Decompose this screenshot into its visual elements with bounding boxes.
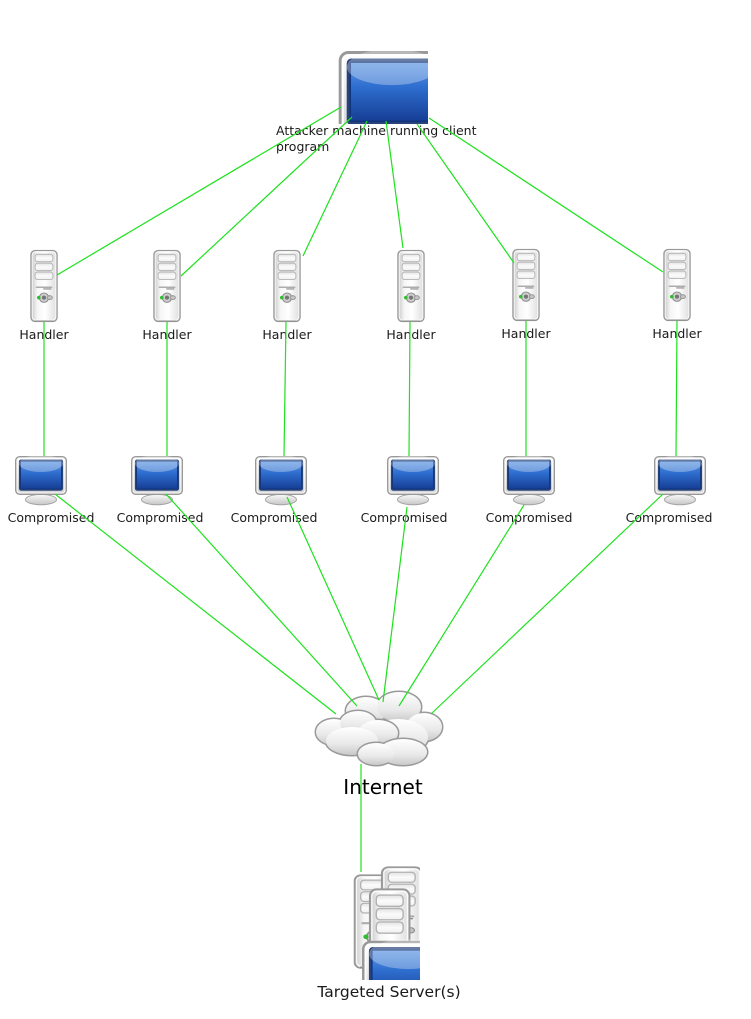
handler-server-icon [397,248,425,324]
internet-cloud-icon [314,690,444,767]
compromised-node-4: Compromised [361,456,447,525]
attacker-node [332,42,428,124]
handler-server-icon [273,248,301,324]
handler-server-icon [153,248,181,324]
edge-compromised-2-to-internet [165,493,358,707]
compromised-node-5: Compromised [486,456,572,525]
compromised-label: Compromised [230,510,318,525]
compromised-node-1: Compromised [8,456,94,525]
attacker-label: Attacker machine running client program [276,123,477,155]
compromised-label: Compromised [485,510,573,525]
handler-label: Handler [142,327,192,342]
handler-label: Handler [652,326,702,341]
handler-node-1: Handler [19,248,69,342]
compromised-computer-icon [131,456,183,506]
edge-compromised-1-to-internet [54,493,337,715]
internet-node [306,688,448,772]
handler-node-3: Handler [262,248,312,342]
handler-server-icon [512,247,540,323]
handler-node-6: Handler [652,247,702,341]
edge-handler-4-to-compromised-4 [408,321,411,457]
handler-node-5: Handler [501,247,551,341]
handler-label: Handler [19,327,69,342]
handler-node-4: Handler [386,248,436,342]
edge-handler-6-to-compromised-6 [675,320,678,457]
target-label: Targeted Server(s) [317,983,461,1001]
edge-handler-3-to-compromised-3 [283,321,287,457]
handler-server-icon [663,247,691,323]
compromised-computer-icon [654,456,706,506]
target-node [328,864,420,980]
compromised-computer-icon [255,456,307,506]
compromised-computer-icon [503,456,555,506]
compromised-node-3: Compromised [231,456,317,525]
internet-label: Internet [343,775,423,799]
compromised-label: Compromised [116,510,204,525]
compromised-label: Compromised [7,510,95,525]
edge-compromised-3-to-internet [286,496,380,701]
edge-compromised-6-to-internet [430,493,664,715]
compromised-computer-icon [15,456,67,506]
compromised-computer-icon [387,456,439,506]
compromised-node-2: Compromised [117,456,203,525]
attacker-computer-icon [332,42,428,124]
handler-node-2: Handler [142,248,192,342]
compromised-label: Compromised [625,510,713,525]
handler-server-icon [30,248,58,324]
edge-compromised-5-to-internet [398,504,525,707]
handler-label: Handler [501,326,551,341]
compromised-node-6: Compromised [626,456,712,525]
edge-compromised-4-to-internet [382,506,408,703]
compromised-label: Compromised [360,510,448,525]
handler-label: Handler [386,327,436,342]
handler-label: Handler [262,327,312,342]
target-servers-icon [328,864,420,980]
